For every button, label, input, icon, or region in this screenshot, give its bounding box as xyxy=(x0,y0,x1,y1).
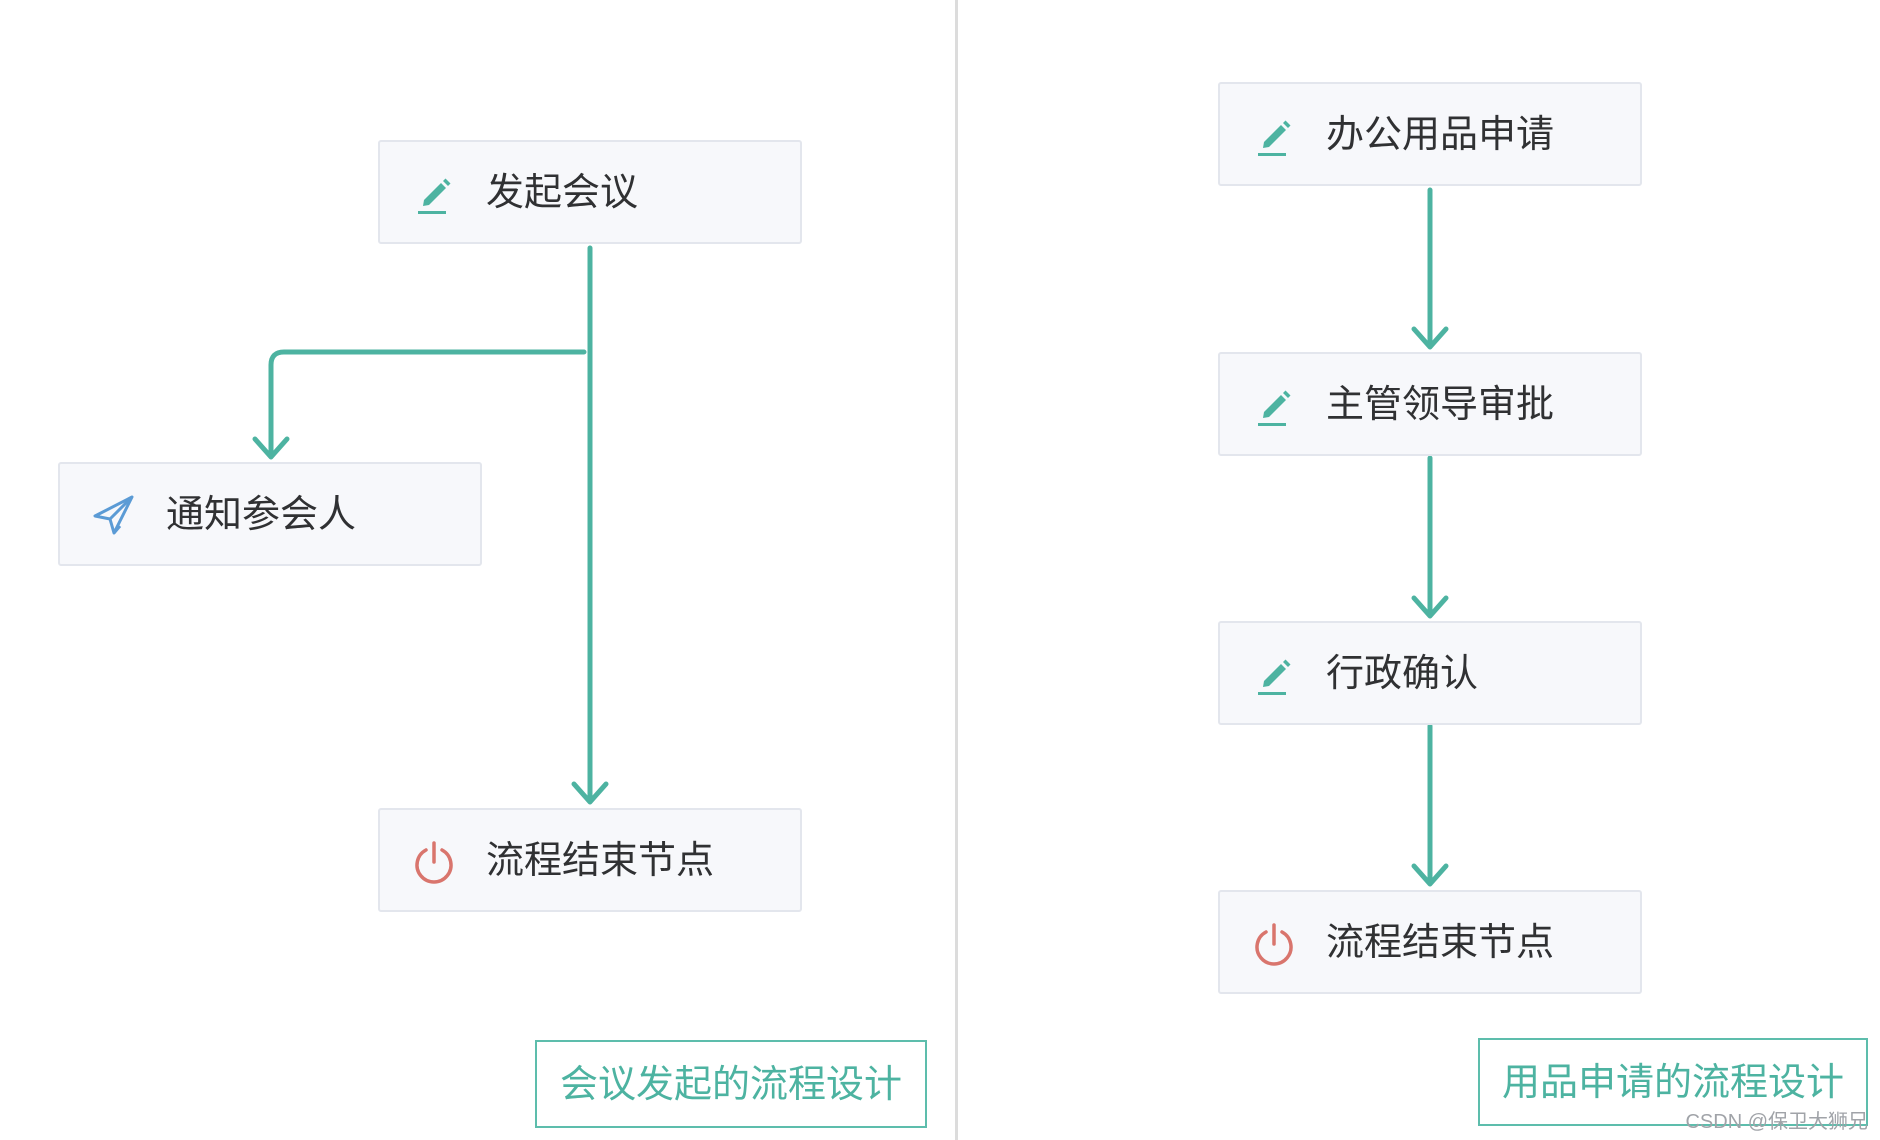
left-flow-caption: 会议发起的流程设计 xyxy=(535,1040,927,1128)
node-label: 主管领导审批 xyxy=(1326,382,1555,426)
pencil-icon xyxy=(1250,112,1298,160)
paper-plane-icon xyxy=(90,492,138,540)
node-label: 流程结束节点 xyxy=(486,838,715,882)
flow-node-end-right[interactable]: 流程结束节点 xyxy=(1218,890,1642,994)
flow-node-manager-approval[interactable]: 主管领导审批 xyxy=(1218,352,1642,456)
arrowhead-confirm xyxy=(1411,595,1449,619)
arrowhead-end-right xyxy=(1411,863,1449,887)
flow-node-notify-attendees[interactable]: 通知参会人 xyxy=(58,462,482,566)
node-label: 行政确认 xyxy=(1326,651,1479,695)
flow-node-start-meeting[interactable]: 发起会议 xyxy=(378,140,802,244)
node-label: 发起会议 xyxy=(486,170,639,214)
arrowhead-end xyxy=(571,781,609,805)
flow-node-supplies-request[interactable]: 办公用品申请 xyxy=(1218,82,1642,186)
node-label: 流程结束节点 xyxy=(1326,920,1555,964)
power-icon xyxy=(1250,920,1298,968)
power-icon xyxy=(410,838,458,886)
flow-node-admin-confirm[interactable]: 行政确认 xyxy=(1218,621,1642,725)
panel-divider xyxy=(955,0,958,1140)
arrowhead-notify xyxy=(252,436,290,460)
pencil-icon xyxy=(1250,382,1298,430)
pencil-icon xyxy=(1250,651,1298,699)
node-label: 通知参会人 xyxy=(166,492,357,536)
node-label: 办公用品申请 xyxy=(1326,112,1555,156)
connector-start-to-notify xyxy=(268,349,587,458)
pencil-icon xyxy=(410,170,458,218)
right-flow-caption: 用品申请的流程设计 xyxy=(1478,1038,1868,1126)
arrowhead-approve xyxy=(1411,326,1449,350)
flow-node-end-left[interactable]: 流程结束节点 xyxy=(378,808,802,912)
watermark: CSDN @保卫大狮兄 xyxy=(1685,1111,1868,1133)
